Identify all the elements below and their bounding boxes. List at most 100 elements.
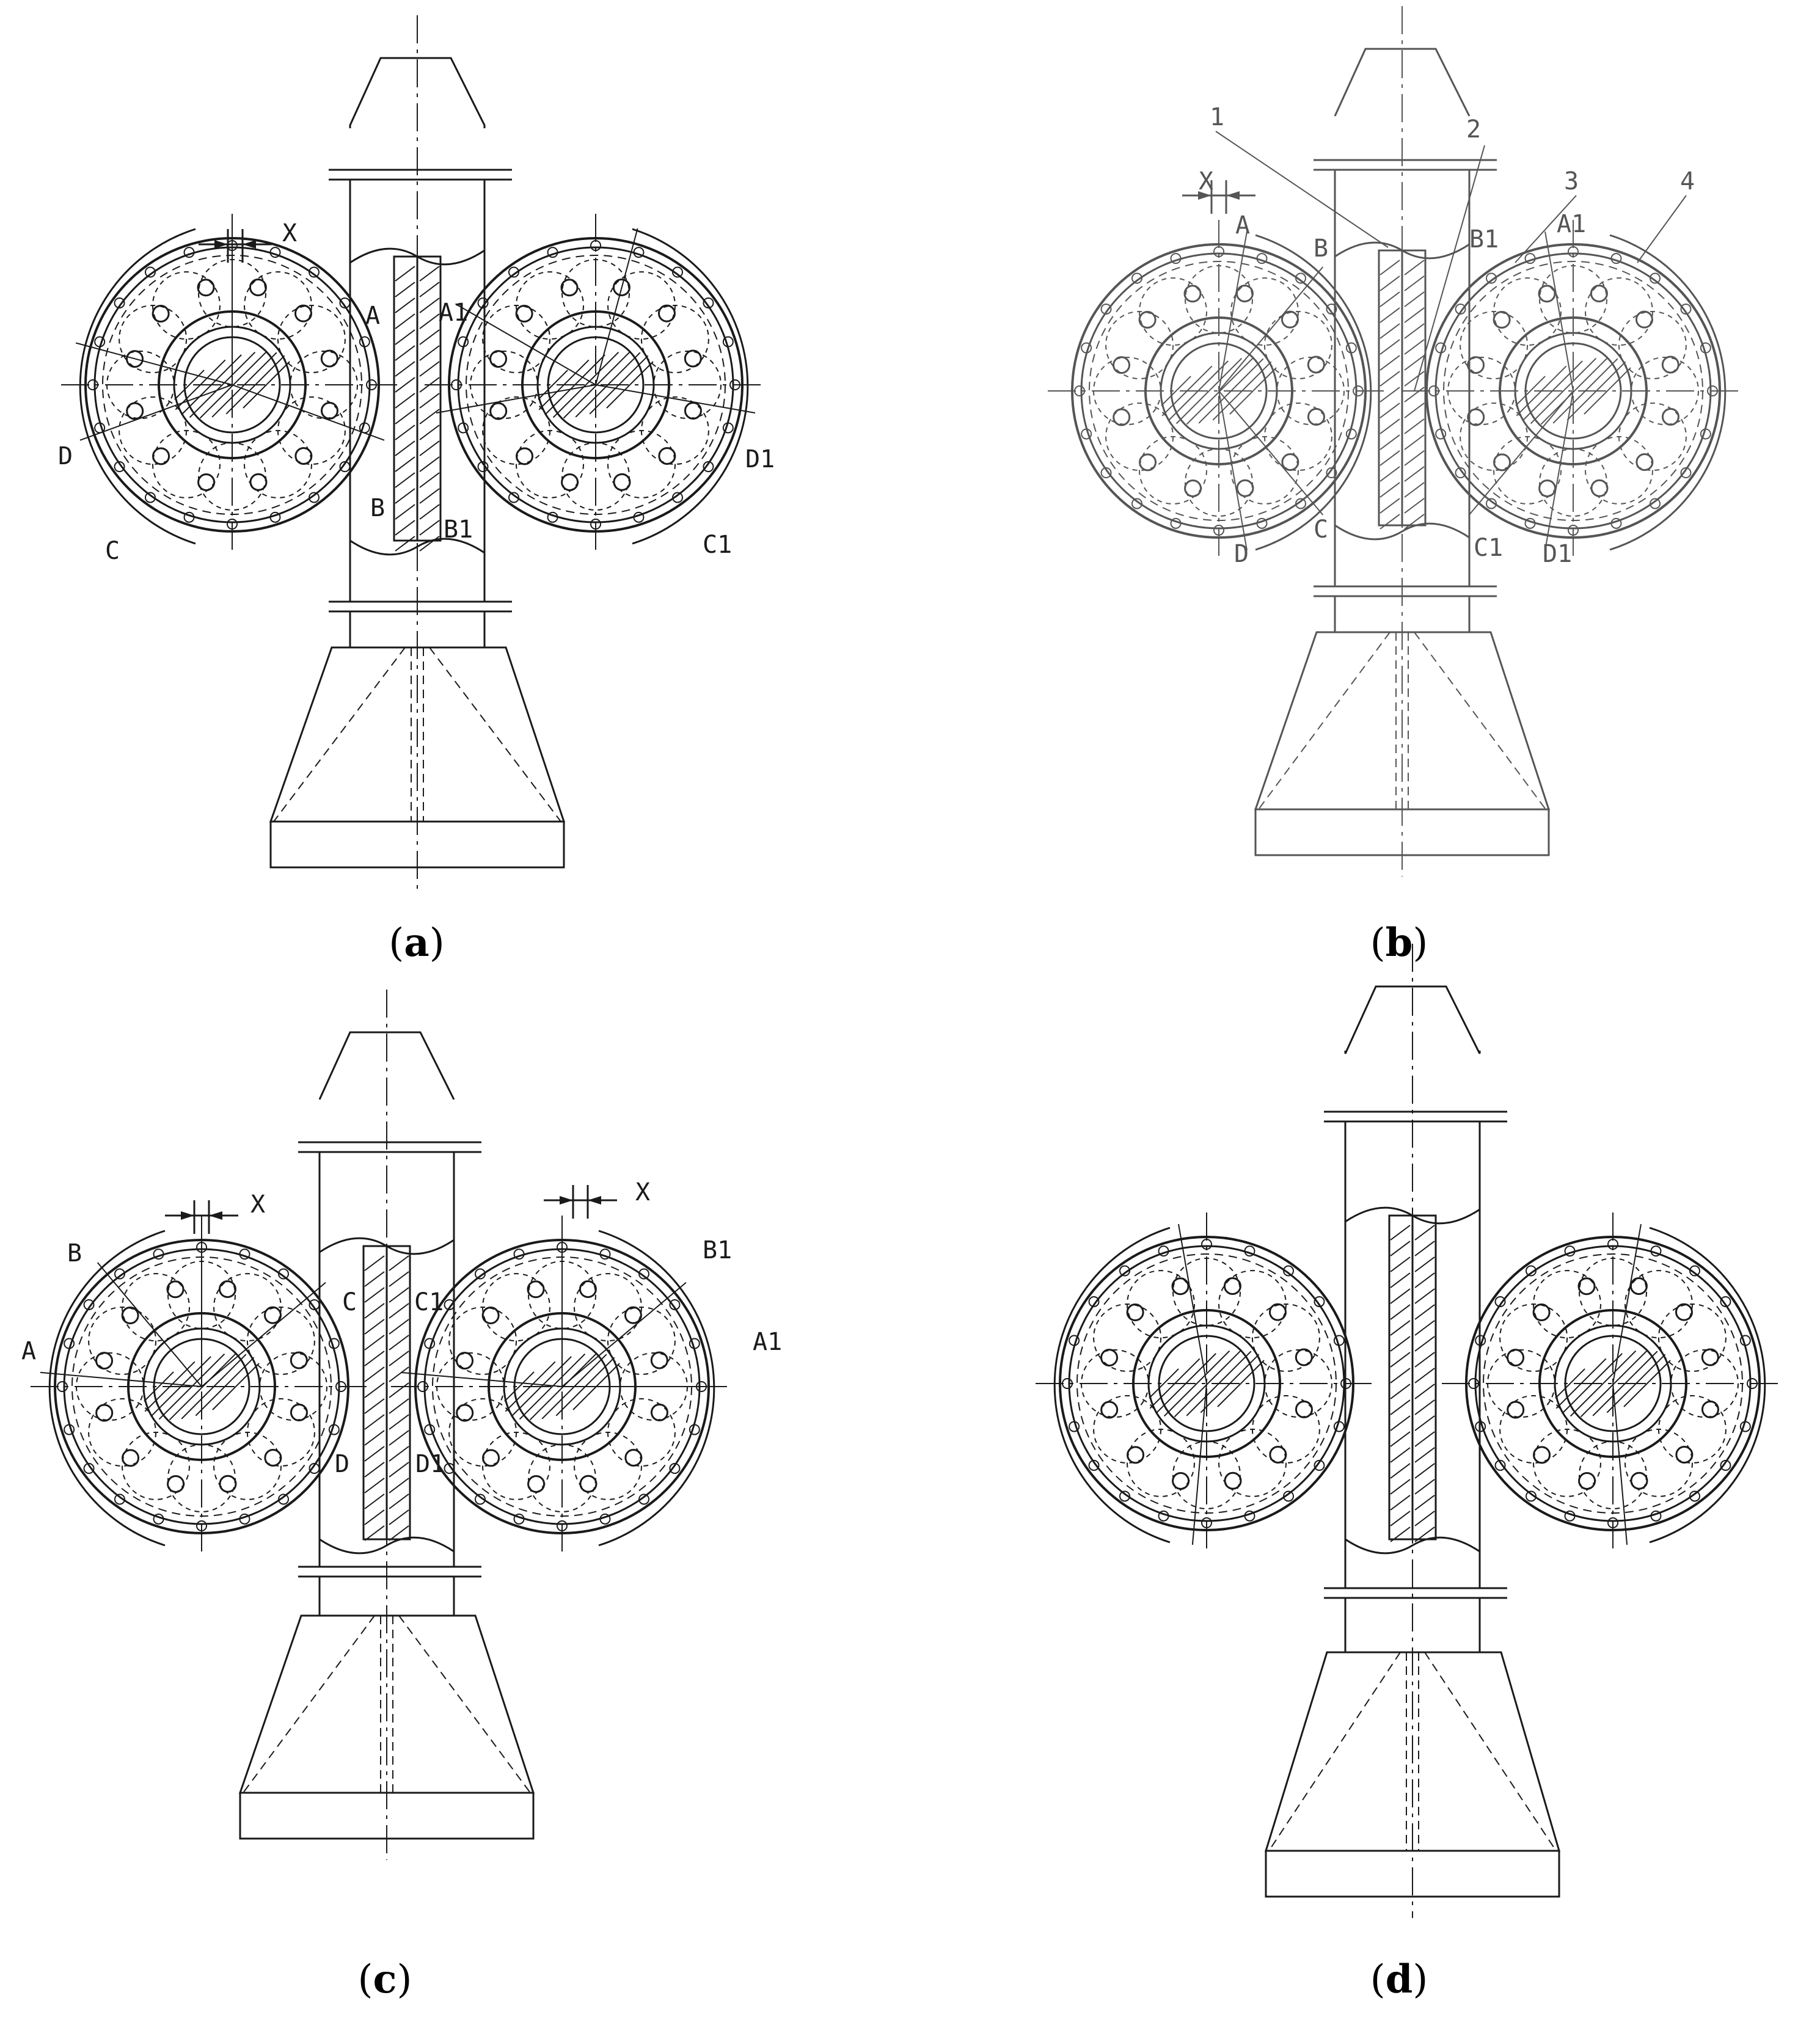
rim-bolt [309, 492, 320, 503]
section-line [232, 384, 385, 441]
caption-d-letter: d [1386, 1956, 1413, 2002]
hatch-line [395, 393, 415, 409]
hatch-line [419, 520, 440, 536]
rim-bolt [1700, 428, 1711, 440]
rim-bolt [1244, 1245, 1255, 1257]
hatch-line [1404, 355, 1425, 371]
tooth-pitch-circle [1139, 277, 1207, 346]
bolt-head [1675, 1445, 1694, 1464]
bolt-head [516, 447, 534, 465]
tooth-pitch-circle [482, 1273, 550, 1342]
machine-frame [238, 990, 535, 1860]
cone-dashed-line [1424, 1652, 1557, 1851]
tooth-pitch-circle [640, 305, 709, 373]
bolt-head [1701, 1348, 1719, 1366]
hatch-line [364, 1335, 385, 1351]
offset-arrow [181, 1211, 194, 1220]
bolt-head [197, 473, 216, 491]
section-line [1544, 390, 1574, 551]
offset-arrow [243, 240, 256, 249]
bolt-head [320, 349, 338, 368]
hatch-line [1414, 1352, 1435, 1368]
bolt-head [624, 1306, 642, 1324]
bolt-head [1577, 1277, 1596, 1296]
label-x: X [1199, 167, 1213, 195]
caption-b-letter: b [1386, 920, 1413, 966]
panel-a-drawing [61, 15, 767, 889]
hatch-line [1414, 1304, 1435, 1320]
label-d1: D1 [415, 1450, 445, 1478]
bolt-head [1578, 1471, 1596, 1490]
hatch-line [389, 1287, 409, 1303]
tooth-pitch-circle [1263, 311, 1332, 379]
rim-bolt [144, 266, 156, 278]
rim-bolt [1680, 467, 1692, 479]
label-x: X [282, 219, 297, 247]
rim-bolt [1485, 272, 1497, 284]
bolt-head [1635, 310, 1653, 329]
section-line [1191, 1383, 1207, 1545]
rim-bolt [1283, 1490, 1295, 1502]
bolt-head [456, 1404, 474, 1422]
hatch-line [1414, 1384, 1435, 1399]
rim-bolt [309, 266, 320, 278]
rim-bolt [633, 247, 645, 258]
rim-bolt [1119, 1265, 1130, 1277]
shaft-hatch [1515, 376, 1546, 406]
hatch-line [364, 1351, 385, 1366]
rim-bolt [599, 1249, 611, 1260]
hatch-line [389, 1319, 409, 1335]
bolt-head [121, 1307, 139, 1325]
shaft-hatch [1540, 357, 1609, 425]
tooth-pitch-circle [1533, 1270, 1601, 1339]
rim-bolt [1739, 1421, 1751, 1432]
hatch-line [364, 1446, 385, 1462]
shaft-hatch [174, 370, 205, 400]
tooth-pitch-circle [1127, 1270, 1195, 1339]
hatch-line [1390, 1368, 1411, 1384]
rim-bolt [1524, 517, 1536, 529]
label-b: B [67, 1239, 82, 1267]
callout-leader [1414, 145, 1485, 392]
rim-bolt [458, 336, 469, 348]
rim-bolt [1525, 1265, 1537, 1277]
hatch-line [1380, 275, 1400, 291]
rim-bolt [1700, 342, 1711, 354]
hatch-line [1414, 1447, 1435, 1463]
rim-bolt [638, 1493, 650, 1505]
bolt-head [612, 279, 630, 297]
bolt-head [1507, 1401, 1525, 1419]
rim-bolt [269, 247, 281, 258]
roll-assembly [391, 1216, 733, 1558]
shaft-hatch [606, 361, 654, 409]
section-line [1218, 231, 1248, 392]
rim-bolt [239, 1249, 250, 1260]
rim-bolt [633, 511, 645, 523]
rim-bolt [722, 336, 734, 348]
bolt-head [657, 304, 676, 323]
rim-bolt [183, 511, 195, 523]
bolt-head [579, 1280, 597, 1299]
tooth-pitch-circle [1499, 1395, 1568, 1464]
hatch-line [1380, 371, 1400, 387]
hatch-line [364, 1430, 385, 1446]
rim-bolt [114, 461, 125, 473]
shaft-hatch [1580, 1349, 1648, 1418]
roll-guard-arc [48, 1230, 166, 1547]
bolt-head [1113, 408, 1131, 426]
roll-assembly [1048, 220, 1390, 562]
label-d: D [58, 442, 73, 470]
bolt-head [290, 1351, 308, 1369]
rim-bolt [1170, 517, 1182, 529]
hatch-line [395, 504, 415, 520]
rim-bolt [1295, 498, 1307, 509]
rim-bolt [424, 1424, 436, 1435]
hatch-line [1390, 1272, 1411, 1288]
hatch-line [1414, 1336, 1435, 1352]
tooth-pitch-circle [213, 1431, 282, 1500]
label-a1: A1 [753, 1328, 782, 1356]
tooth-pitch-circle [574, 1431, 642, 1500]
hatch-line [364, 1271, 385, 1287]
label-c1: C1 [1474, 534, 1503, 562]
bolt-head [456, 1352, 474, 1370]
